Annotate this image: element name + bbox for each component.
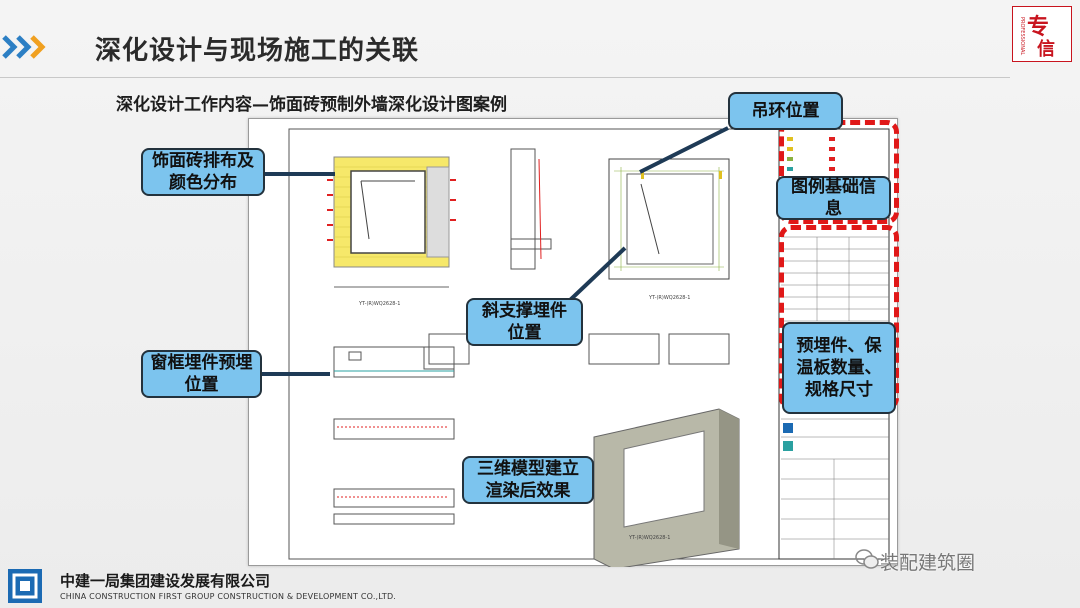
callout-tile-layout: 饰面砖排布及颜色分布 [141, 148, 265, 196]
company-name-cn: 中建一局集团建设发展有限公司 [60, 572, 271, 590]
svg-text:YT-(R)WQ2628-1: YT-(R)WQ2628-1 [648, 295, 690, 301]
callout-lifting-ring: 吊环位置 [728, 92, 843, 130]
logo-mark: 专 [1027, 14, 1050, 40]
title-bar: 深化设计与现场施工的关联 [0, 22, 1010, 72]
svg-text:YT-(R)WQ2628-1: YT-(R)WQ2628-1 [628, 535, 670, 541]
title-divider [0, 77, 1010, 78]
svg-text:YT-(R)WQ2628-1: YT-(R)WQ2628-1 [358, 301, 400, 307]
page-title: 深化设计与现场施工的关联 [95, 36, 420, 66]
callout-embedded-parts: 预埋件、保温板数量、规格尺寸 [782, 322, 896, 414]
company-logo-icon [8, 569, 42, 603]
callout-3d-render: 三维模型建立渲染后效果 [462, 456, 594, 504]
section-subtitle: 深化设计工作内容—饰面砖预制外墙深化设计图案例 [116, 95, 507, 115]
callout-legend-info: 图例基础信息 [776, 176, 891, 220]
callout-diagonal-brace: 斜支撑埋件位置 [466, 298, 583, 346]
callout-window-frame: 窗框埋件预埋位置 [141, 350, 262, 398]
chevron-arrows-icon [2, 35, 46, 59]
brand-logo: PROFESSIONAL 专 信 [1012, 6, 1072, 62]
company-name-en: CHINA CONSTRUCTION FIRST GROUP CONSTRUCT… [60, 592, 397, 601]
watermark-text: 装配建筑圈 [880, 552, 976, 574]
wechat-icon [855, 549, 879, 569]
